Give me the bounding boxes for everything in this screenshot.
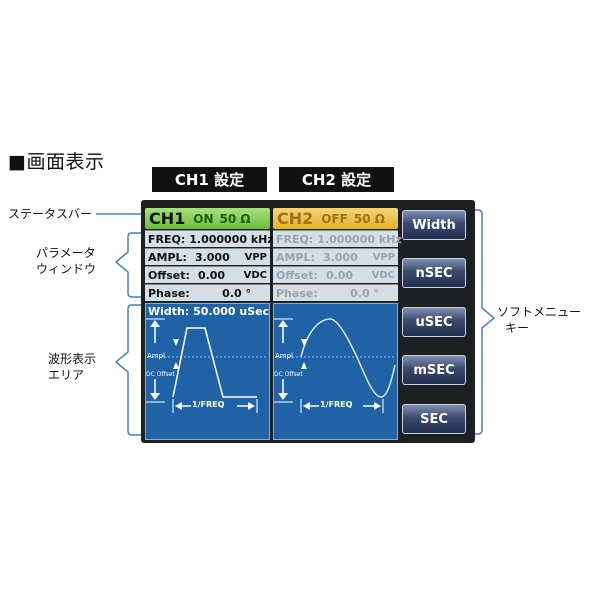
- ch2-ampl-label: AMPL:: [276, 250, 315, 264]
- ch1-offset-row: Offset: 0.00 VDC: [145, 266, 270, 283]
- ch1-phase-row: Phase: 0.0 °: [145, 284, 270, 301]
- ch2-phase-label: Phase:: [276, 286, 318, 300]
- param-window-callout-2: ウィンドウ: [36, 262, 97, 276]
- ch1-ampl-row: AMPL: 3.000 VPP: [145, 248, 270, 265]
- softkey-nsec[interactable]: nSEC: [402, 258, 466, 288]
- ch2-offset-label: Offset:: [276, 268, 318, 282]
- ch1-ampl-bottom-arrow-icon: [150, 393, 160, 400]
- ch2-status-bar: CH2 OFF 50 Ω: [273, 208, 398, 229]
- ch1-period-left-arrow-icon: [175, 402, 182, 410]
- ch2-dc-offset-label: DC Offset: [274, 371, 303, 378]
- ch1-status-bar: CH1 ON 50 Ω: [145, 208, 270, 229]
- status-bar-callout: ステータスバー: [8, 207, 93, 221]
- ch2-name: CH2: [277, 209, 314, 228]
- ch2-freq-value: 1.000000 kHz: [317, 232, 402, 246]
- ch2-ampl-top-arrow-icon: [278, 320, 288, 327]
- ch2-sine-trace: [300, 318, 396, 398]
- ch1-phase-label: Phase:: [148, 286, 190, 300]
- ch2-phase-row: Phase: 0.0 °: [273, 284, 398, 301]
- ch1-period-right-arrow-icon: [248, 402, 255, 410]
- ch1-output-state: ON: [193, 211, 214, 226]
- ch1-waveform-area: [145, 303, 270, 440]
- ch2-freq-row: FREQ: 1.000000 kHz: [273, 230, 402, 247]
- ch2-freq-label: FREQ:: [276, 232, 314, 246]
- param-window-callout-1: パラメータ: [36, 246, 96, 260]
- ch2-offset-up-arrow-icon: [301, 362, 307, 369]
- ch1-phase-value: 0.0 °: [222, 286, 251, 300]
- ch2-output-state: OFF: [321, 211, 348, 226]
- ch2-period-label: 1/FREQ: [320, 400, 353, 409]
- ch1-name: CH1: [149, 209, 186, 228]
- ch2-ampl-row: AMPL: 3.000 VPP: [273, 248, 398, 265]
- ch2-period-right-arrow-icon: [374, 402, 381, 410]
- ch1-settings-header: CH1 設定: [152, 167, 267, 192]
- ch2-ampl-value: 3.000: [322, 250, 358, 264]
- ch1-period-label: 1/FREQ: [192, 400, 225, 409]
- ch2-ampl-down-arrow-icon: [301, 339, 307, 346]
- ch2-phase-value: 0.0 °: [350, 286, 379, 300]
- ch1-freq-row: FREQ: 1.000000 kHz: [145, 230, 274, 247]
- ch1-offset-value: 0.00: [197, 268, 226, 282]
- ch2-impedance: 50 Ω: [353, 211, 385, 226]
- waveform-bracket: [114, 304, 142, 436]
- ch2-ampl-label: Ampl: [275, 352, 293, 360]
- ch2-offset-value: 0.00: [325, 268, 354, 282]
- ch2-settings-header: CH2 設定: [279, 167, 394, 192]
- softkeys-bracket: [468, 209, 496, 435]
- waveform-callout-1: 波形表示: [48, 352, 97, 366]
- ch2-waveform-area: [273, 303, 398, 440]
- param-window-bracket: [114, 232, 142, 298]
- ch1-pulse-trace: [172, 327, 257, 398]
- softkey-usec[interactable]: uSEC: [402, 307, 466, 337]
- ch2-offset-row: Offset: 0.00 VDC: [273, 266, 398, 283]
- ch1-ampl-value: 3.000: [194, 250, 230, 264]
- ch2-offset-unit: VDC: [371, 269, 395, 281]
- ch1-impedance: 50 Ω: [219, 211, 251, 226]
- section-title: ■画面表示: [8, 151, 105, 173]
- ch1-ampl-top-arrow-icon: [150, 320, 160, 327]
- ch2-ampl-unit: VPP: [372, 251, 395, 263]
- ch1-offset-label: Offset:: [148, 268, 190, 282]
- ch2-waveform-graphic: [274, 318, 396, 413]
- waveform-callout-2: エリア: [48, 368, 85, 382]
- softkey-width[interactable]: Width: [402, 210, 466, 240]
- ch1-offset-up-arrow-icon: [173, 362, 179, 369]
- ch1-offset-unit: VDC: [243, 269, 267, 281]
- ch1-dc-offset-label: DC Offset: [146, 371, 175, 378]
- ch1-freq-label: FREQ:: [148, 232, 186, 246]
- ch1-ampl-unit: VPP: [244, 251, 267, 263]
- softkeys-callout-1: ソフトメニュー: [497, 305, 582, 319]
- ch2-period-left-arrow-icon: [303, 402, 310, 410]
- ch1-ampl-label: Ampl: [147, 352, 165, 360]
- ch1-waveform-graphic: [146, 318, 267, 413]
- softkeys-callout-2: キー: [505, 321, 530, 335]
- ch1-ampl-down-arrow-icon: [173, 339, 179, 346]
- softkey-msec[interactable]: mSEC: [402, 355, 466, 385]
- ch1-width-readout: Width: 50.000 uSec: [148, 305, 270, 318]
- ch1-ampl-label: AMPL:: [148, 250, 187, 264]
- ch2-ampl-bottom-arrow-icon: [278, 393, 288, 400]
- softkey-sec[interactable]: SEC: [402, 404, 466, 434]
- ch1-freq-value: 1.000000 kHz: [189, 232, 274, 246]
